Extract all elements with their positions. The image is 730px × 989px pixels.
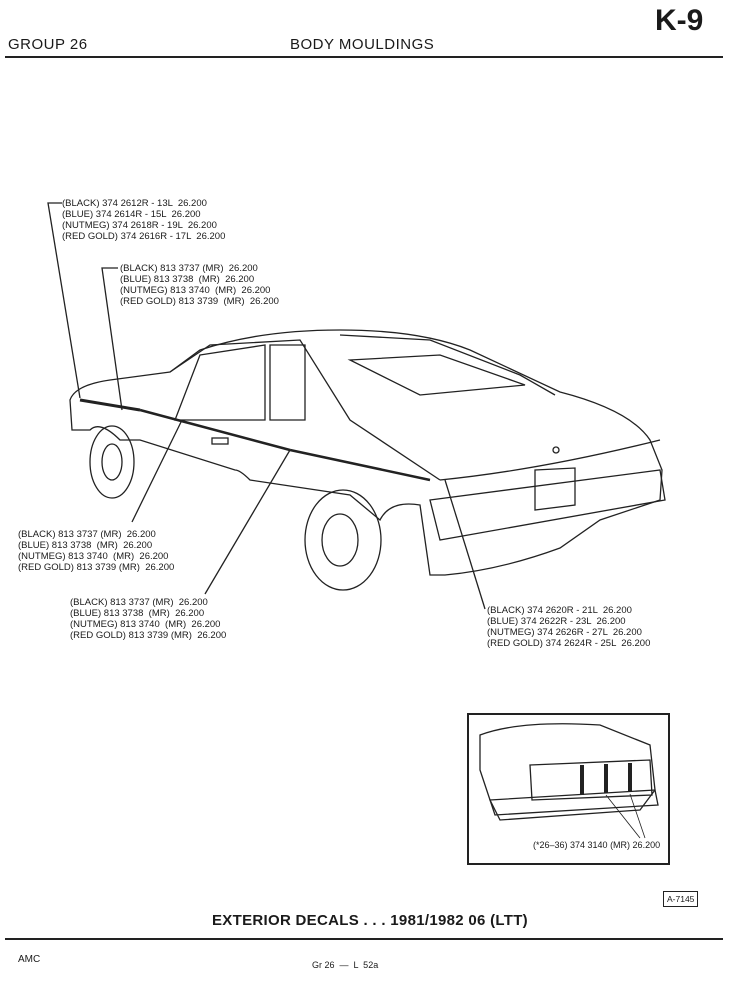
callout-door-front: (BLACK) 813 3737 (MR) 26.200(BLUE) 813 3… bbox=[18, 529, 174, 573]
part-line: (NUTMEG) 813 3740 (MR) 26.200 bbox=[70, 619, 221, 630]
part-line: (RED GOLD) 374 2616R - 17L 26.200 bbox=[62, 231, 226, 242]
part-line: (RED GOLD) 374 2624R - 25L 26.200 bbox=[487, 638, 651, 649]
trunk-lock bbox=[552, 446, 560, 454]
leader-line bbox=[629, 793, 646, 839]
front-wheel-hub bbox=[101, 443, 123, 481]
trunk-edge bbox=[439, 439, 661, 481]
figure-caption: EXTERIOR DECALS . . . 1981/1982 06 (LTT) bbox=[212, 912, 528, 929]
leader-line bbox=[444, 479, 486, 610]
part-line: (BLACK) 813 3737 (MR) 26.200 bbox=[120, 263, 258, 274]
part-line: (BLUE) 374 2614R - 15L 26.200 bbox=[62, 209, 201, 220]
leader-line bbox=[605, 794, 641, 839]
inset-label: (*26–36) 374 3140 (MR) 26.200 bbox=[533, 840, 661, 850]
rear-side-window bbox=[269, 344, 306, 421]
part-line: (BLACK) 813 3737 (MR) 26.200 bbox=[18, 529, 156, 540]
part-line: (BLACK) 374 2620R - 21L 26.200 bbox=[487, 605, 632, 616]
part-line: (BLACK) 813 3737 (MR) 26.200 bbox=[70, 597, 208, 608]
part-line: (RED GOLD) 813 3739 (MR) 26.200 bbox=[120, 296, 279, 307]
part-line: (BLUE) 813 3738 (MR) 26.200 bbox=[18, 540, 153, 551]
rear-wheel bbox=[304, 489, 382, 591]
leader-line bbox=[204, 449, 291, 595]
inset-box bbox=[467, 713, 670, 865]
front-window bbox=[174, 344, 266, 421]
page-code: K-9 bbox=[655, 4, 704, 37]
car-body-outline bbox=[69, 329, 663, 576]
part-line: (NUTMEG) 374 2618R - 19L 26.200 bbox=[62, 220, 217, 231]
callout-door-rear: (BLACK) 813 3737 (MR) 26.200(BLUE) 813 3… bbox=[70, 597, 226, 641]
callout-front-fender: (BLACK) 374 2612R - 13L 26.200(BLUE) 374… bbox=[62, 198, 225, 242]
inset-rear-view bbox=[479, 723, 656, 821]
rear-window-top bbox=[339, 334, 556, 396]
part-line: (BLUE) 813 3738 (MR) 26.200 bbox=[120, 274, 255, 285]
front-wheel bbox=[89, 425, 135, 499]
part-line: (RED GOLD) 813 3739 (MR) 26.200 bbox=[18, 562, 175, 573]
header-rule bbox=[5, 56, 723, 58]
part-line: (NUTMEG) 813 3740 (MR) 26.200 bbox=[120, 285, 271, 296]
part-line: (BLACK) 374 2612R - 13L 26.200 bbox=[62, 198, 207, 209]
license-plate bbox=[534, 467, 576, 511]
part-line: (RED GOLD) 813 3739 (MR) 26.200 bbox=[70, 630, 227, 641]
page-title: BODY MOULDINGS bbox=[290, 36, 435, 53]
rear-bumper bbox=[429, 469, 666, 541]
leader-line bbox=[131, 419, 183, 523]
leader-line bbox=[47, 202, 81, 399]
callout-door-upper: (BLACK) 813 3737 (MR) 26.200(BLUE) 813 3… bbox=[120, 263, 279, 307]
group-label: GROUP 26 bbox=[8, 36, 88, 53]
part-line: (NUTMEG) 813 3740 (MR) 26.200 bbox=[18, 551, 169, 562]
inset-trunk-panel bbox=[529, 759, 653, 801]
rear-window bbox=[347, 354, 526, 396]
footer-folio: Gr 26 — L 52a bbox=[312, 960, 379, 970]
leader-line bbox=[101, 267, 123, 411]
callout-quarter: (BLACK) 374 2620R - 21L 26.200(BLUE) 374… bbox=[487, 605, 650, 649]
roof-line bbox=[169, 339, 441, 481]
moulding-stripe bbox=[139, 408, 291, 452]
footer-brand: AMC bbox=[18, 954, 41, 965]
rear-wheel-hub bbox=[321, 513, 359, 567]
footer-rule bbox=[5, 938, 723, 940]
part-line: (BLUE) 374 2622R - 23L 26.200 bbox=[487, 616, 626, 627]
fender-stripe bbox=[79, 398, 141, 412]
inset-bumper bbox=[489, 789, 659, 816]
part-line: (BLUE) 813 3738 (MR) 26.200 bbox=[70, 608, 205, 619]
door-handle bbox=[211, 437, 229, 445]
part-line: (NUTMEG) 374 2626R - 27L 26.200 bbox=[487, 627, 642, 638]
quarter-stripe bbox=[289, 448, 431, 482]
figure-ref: A-7145 bbox=[663, 891, 699, 907]
